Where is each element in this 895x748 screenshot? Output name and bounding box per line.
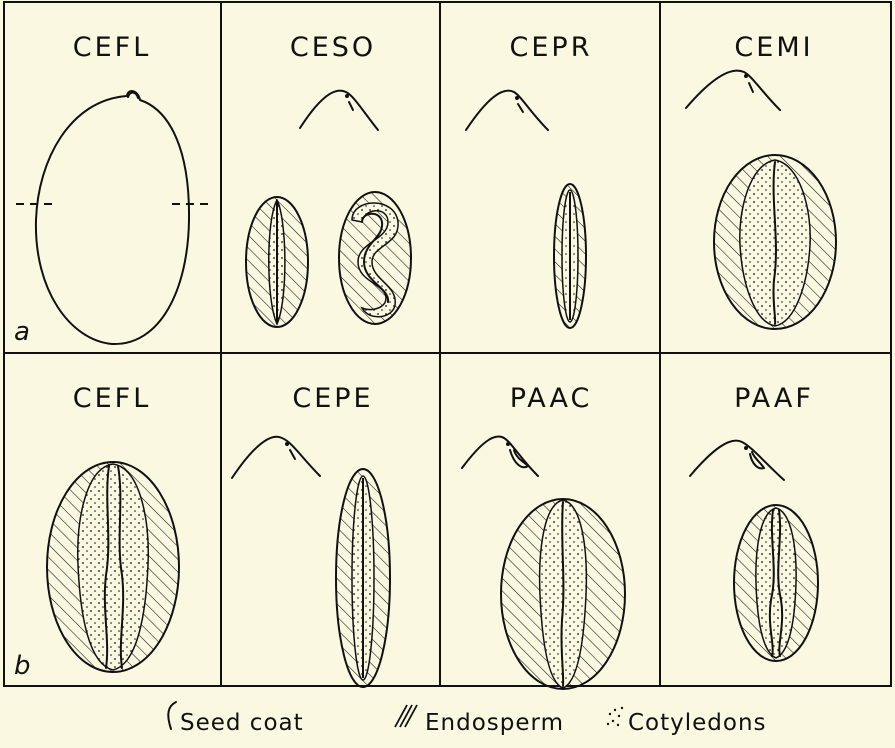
panel-title-cefl-a: CEFL	[73, 32, 152, 63]
panel-title-paac: PAAC	[510, 383, 593, 414]
ceso-cross-section-right	[339, 192, 411, 324]
panel-title-paaf: PAAF	[734, 383, 814, 414]
paaf-cross-section	[734, 505, 818, 661]
row-label-b: b	[14, 651, 31, 681]
ceso-seed-coat-profile	[300, 91, 378, 130]
paac-cross-section	[501, 499, 625, 689]
cepr-seed-coat-profile	[466, 91, 548, 130]
cepe-seed-coat-profile	[232, 437, 320, 478]
panel-title-cefl-b: CEFL	[73, 383, 152, 414]
cefl-b-cross-section	[47, 462, 179, 672]
cotyledons-symbol	[607, 707, 623, 726]
legend: Seed coat Endosperm Cotyledons	[168, 702, 766, 736]
paac-seed-coat-profile	[462, 436, 538, 476]
cemi-cross-section	[714, 155, 836, 329]
cepr-cross-section	[554, 184, 586, 328]
cemi-seed-coat-profile	[686, 71, 780, 110]
row-label-a: a	[14, 317, 30, 347]
panel-title-cepe: CEPE	[292, 383, 373, 414]
legend-endosperm-label: Endosperm	[425, 710, 564, 736]
legend-seed-coat-label: Seed coat	[180, 710, 304, 736]
panel-title-cemi: CEMI	[734, 32, 813, 63]
cefl-a-seed-outline	[16, 91, 212, 344]
seed-coat-symbol	[168, 702, 176, 729]
panel-title-ceso: CESO	[290, 32, 376, 63]
legend-cotyledons-label: Cotyledons	[628, 710, 767, 736]
paaf-seed-coat-profile	[690, 441, 784, 480]
cepe-cross-section	[336, 469, 390, 687]
panel-title-cepr: CEPR	[510, 32, 593, 63]
ceso-cross-section-left	[246, 197, 308, 327]
endosperm-symbol	[395, 705, 417, 727]
